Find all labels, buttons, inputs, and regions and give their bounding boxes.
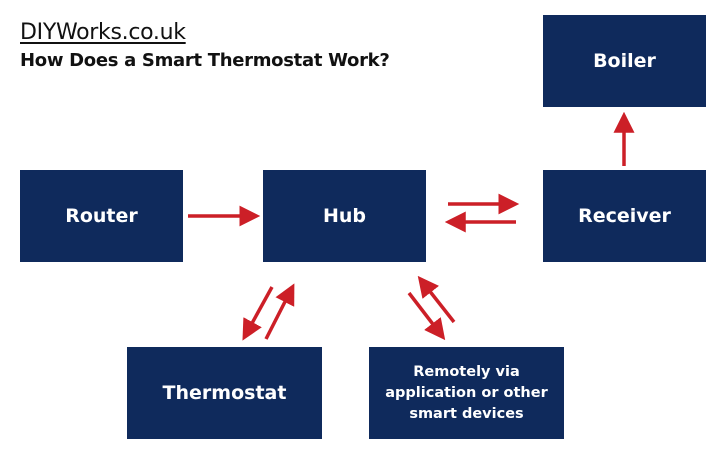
thermostat-label: Thermostat bbox=[162, 382, 287, 404]
site-name: DIYWorks.co.uk bbox=[20, 20, 186, 45]
thermostat-node: Thermostat bbox=[127, 347, 322, 439]
hub-label: Hub bbox=[322, 205, 367, 227]
remote-devices-node: Remotely via application or other smart … bbox=[369, 347, 564, 439]
arrow-thermostat-to-hub bbox=[264, 283, 295, 340]
receiver-label: Receiver bbox=[578, 205, 671, 227]
arrow-remote-to-hub bbox=[417, 275, 456, 324]
receiver-node: Receiver bbox=[543, 170, 706, 262]
boiler-label: Boiler bbox=[593, 50, 656, 72]
router-label: Router bbox=[65, 205, 138, 227]
remote-devices-label: Remotely via application or other smart … bbox=[385, 363, 548, 422]
arrow-hub-to-thermostat bbox=[242, 286, 274, 341]
diagram-title: How Does a Smart Thermostat Work? bbox=[20, 50, 390, 71]
arrow-hub-to-remote bbox=[407, 291, 446, 341]
router-node: Router bbox=[20, 170, 183, 262]
boiler-node: Boiler bbox=[543, 15, 706, 107]
hub-node: Hub bbox=[263, 170, 426, 262]
